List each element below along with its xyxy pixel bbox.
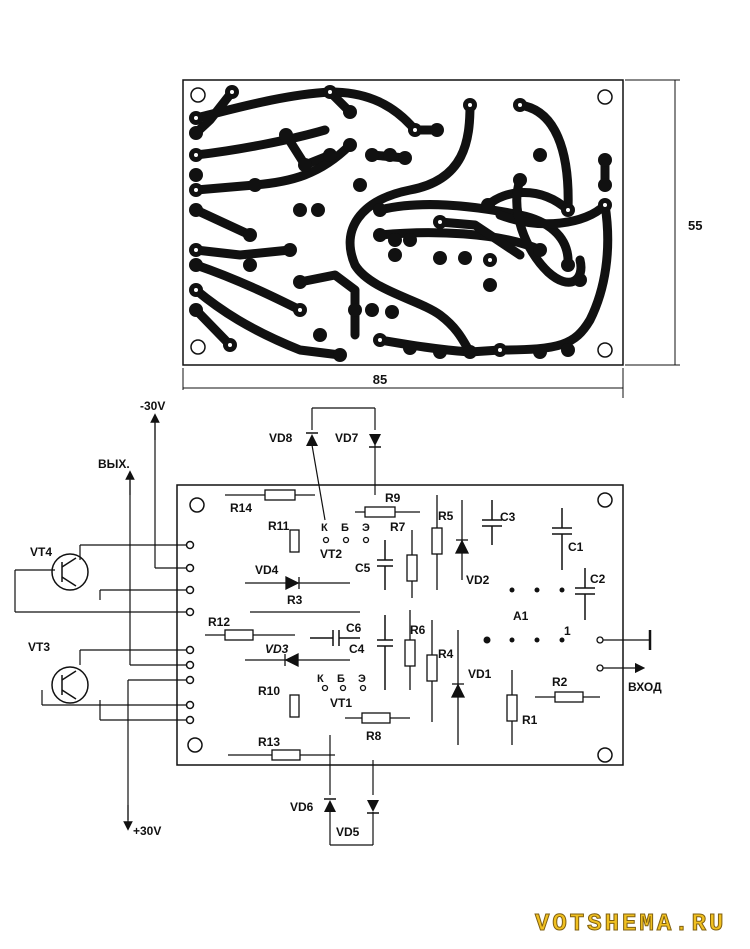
height-dimension-label: 55 [688,218,702,233]
vt1-pin-k: К [317,673,324,685]
vd1-label: VD1 [468,667,492,681]
mount-hole [597,747,613,763]
vd8-diode-symbol [306,432,318,446]
vt1-pin-e: Э [358,673,366,685]
vd3-label: VD3 [265,642,289,656]
copper-tracks [191,87,613,360]
vt1-pin-b: Б [337,673,345,685]
vt4-label: VT4 [30,545,52,559]
r2-label: R2 [552,675,568,689]
mount-hole [597,89,613,105]
vd7-vd8-loop [311,407,376,521]
mount-hole [190,87,206,103]
edge-connector-pads [185,540,195,725]
a1-label: A1 [513,609,529,623]
r7-label: R7 [390,520,406,534]
c5-label: C5 [355,561,371,575]
vt2-pin-b: Б [341,522,349,534]
plus-30v-label: +30V [133,824,161,838]
mount-hole [187,737,203,753]
width-dimension-label: 85 [373,372,387,387]
mount-hole [190,339,206,355]
site-watermark: VOTSHEMA.RU [535,911,726,938]
component-placement: -30V ВЫХ. +30V ВХОД VT4 VT3 VD8 VD7 VD6 … [14,399,662,846]
r10-label: R10 [258,684,280,698]
vd7-diode-symbol [369,434,381,448]
board-diodes [245,500,470,745]
dimension-lines [182,79,680,398]
c1-label: C1 [568,540,584,554]
c2-label: C2 [590,572,606,586]
r6-label: R6 [410,623,426,637]
board-outline [182,79,624,366]
vd8-label: VD8 [269,431,293,445]
external-wiring [14,422,186,820]
horizontal-resistors [205,489,600,761]
c6-label: C6 [346,621,362,635]
pcb-track-layout: 85 55 [182,79,702,398]
misc-pads [321,536,604,692]
r12-label: R12 [208,615,230,629]
input-label: ВХОД [628,680,662,694]
c4-label: C4 [349,642,365,656]
mount-hole [597,342,613,358]
r3-label: R3 [287,593,303,607]
vt3-transistor-symbol [51,666,89,704]
vt1-label: VT1 [330,696,352,710]
vd5-diode-symbol [367,800,379,814]
output-label: ВЫХ. [98,457,130,471]
r14-label: R14 [230,501,252,515]
r9-label: R9 [385,491,401,505]
pad-holes [194,90,607,352]
vt4-transistor-symbol [51,553,89,591]
r8-label: R8 [366,729,382,743]
r5-label: R5 [438,509,454,523]
board-outline [176,484,624,766]
vt2-pin-e: Э [362,522,370,534]
vd7-label: VD7 [335,431,359,445]
vd5-label: VD5 [336,825,360,839]
solder-pads [189,85,612,362]
vt2-label: VT2 [320,547,342,561]
vd6-label: VD6 [290,800,314,814]
vt2-pin-k: К [321,522,328,534]
vd4-label: VD4 [255,563,279,577]
vd6-diode-symbol [324,798,336,812]
vd5-vd6-loop [329,735,374,846]
r1-label: R1 [522,713,538,727]
vd2-label: VD2 [466,573,490,587]
a1-pin1-label: 1 [564,624,571,638]
vertical-resistors [289,495,518,745]
vt3-label: VT3 [28,640,50,654]
capacitors [310,500,595,690]
r4-label: R4 [438,647,454,661]
r13-label: R13 [258,735,280,749]
minus-30v-label: -30V [140,399,165,413]
c3-label: C3 [500,510,516,524]
r11-label: R11 [268,519,290,533]
mount-hole [597,492,613,508]
mount-hole [189,497,205,513]
ic-a1-pins [483,587,565,644]
